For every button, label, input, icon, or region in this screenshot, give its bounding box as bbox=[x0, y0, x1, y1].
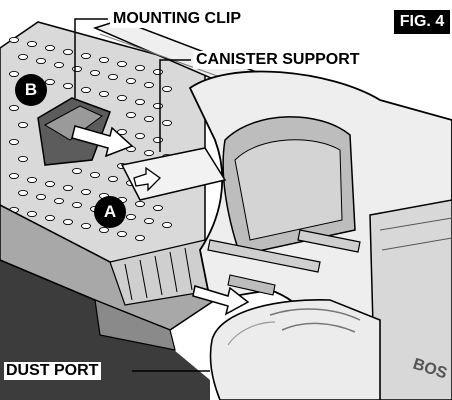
ribbed-grip bbox=[109, 239, 216, 306]
perforation-hole bbox=[126, 111, 136, 119]
perforation-hole bbox=[72, 167, 82, 175]
perforation-hole bbox=[135, 132, 145, 140]
perforation-hole bbox=[45, 214, 55, 222]
perforation-hole bbox=[99, 90, 109, 98]
perforation-hole bbox=[99, 226, 109, 234]
perforation-hole bbox=[126, 77, 136, 85]
perforation-hole bbox=[153, 204, 163, 212]
canister-housing-front bbox=[94, 299, 176, 351]
perforation-hole bbox=[99, 56, 109, 64]
canister-support-label: CANISTER SUPPORT bbox=[193, 51, 363, 69]
perforation-hole bbox=[9, 138, 19, 146]
mounting-clip-leader bbox=[74, 18, 108, 98]
marker-b: B bbox=[15, 74, 47, 106]
perforation-hole bbox=[90, 171, 100, 179]
perforation-hole bbox=[63, 218, 73, 226]
perforation-hole bbox=[144, 149, 154, 157]
perforation-hole bbox=[45, 180, 55, 188]
perforation-hole bbox=[72, 201, 82, 209]
perforation-hole bbox=[162, 119, 172, 127]
perforation-hole bbox=[18, 53, 28, 61]
perforation-hole bbox=[153, 102, 163, 110]
perforation-hole bbox=[117, 60, 127, 68]
perforation-hole bbox=[144, 81, 154, 89]
perforation-hole bbox=[81, 52, 91, 60]
perforation-hole bbox=[135, 98, 145, 106]
perforation-hole bbox=[81, 86, 91, 94]
perforation-hole bbox=[153, 136, 163, 144]
perforation-hole bbox=[90, 69, 100, 77]
perforation-hole bbox=[135, 234, 145, 242]
perforation-hole bbox=[18, 155, 28, 163]
perforation-hole bbox=[63, 184, 73, 192]
canister-support-leader bbox=[159, 59, 191, 152]
perforation-hole bbox=[72, 65, 82, 73]
perforation-hole bbox=[54, 61, 64, 69]
perforation-hole bbox=[9, 36, 19, 44]
mounting-clip-label: MOUNTING CLIP bbox=[110, 10, 244, 28]
perforation-hole bbox=[63, 48, 73, 56]
perforation-hole bbox=[135, 200, 145, 208]
perforation-hole bbox=[27, 210, 37, 218]
port-direction-arrow bbox=[192, 285, 250, 316]
figure-number-badge: FIG. 4 bbox=[394, 10, 450, 34]
perforation-hole bbox=[18, 121, 28, 129]
perforation-hole bbox=[144, 217, 154, 225]
perforation-hole bbox=[27, 40, 37, 48]
perforation-hole bbox=[162, 85, 172, 93]
perforation-hole bbox=[135, 64, 145, 72]
perforation-hole bbox=[81, 188, 91, 196]
dust-port bbox=[209, 298, 381, 400]
lower-rail bbox=[207, 239, 321, 273]
dust-port-label: DUST PORT bbox=[4, 362, 102, 380]
perforation-hole bbox=[117, 94, 127, 102]
perforation-hole bbox=[63, 82, 73, 90]
perforation-hole bbox=[9, 104, 19, 112]
perforation-hole bbox=[54, 197, 64, 205]
perforation-hole bbox=[36, 193, 46, 201]
perforation-hole bbox=[45, 78, 55, 86]
perforation-hole bbox=[126, 213, 136, 221]
perforation-hole bbox=[9, 172, 19, 180]
perforation-hole bbox=[144, 115, 154, 123]
support-direction-arrow bbox=[133, 166, 162, 192]
perforation-hole bbox=[108, 73, 118, 81]
marker-a: A bbox=[94, 196, 126, 228]
perforation-hole bbox=[162, 221, 172, 229]
perforation-hole bbox=[18, 189, 28, 197]
perforation-hole bbox=[27, 176, 37, 184]
perforation-hole bbox=[81, 222, 91, 230]
perforation-hole bbox=[9, 70, 19, 78]
perforation-hole bbox=[45, 44, 55, 52]
perforation-hole bbox=[153, 68, 163, 76]
clip-direction-arrow bbox=[71, 125, 134, 158]
perforation-hole bbox=[117, 230, 127, 238]
perforation-hole bbox=[108, 175, 118, 183]
perforation-hole bbox=[36, 57, 46, 65]
